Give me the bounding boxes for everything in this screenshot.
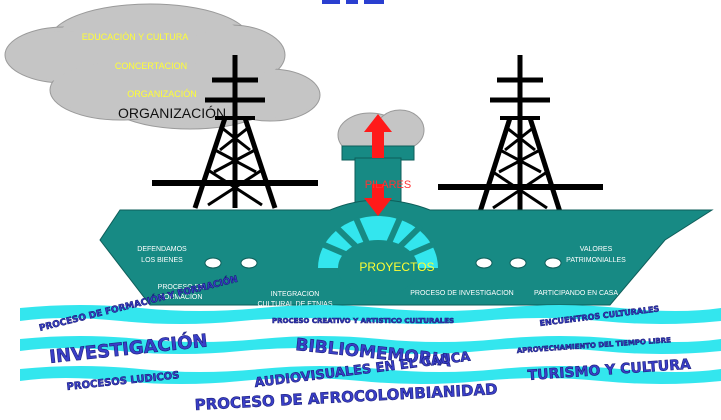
cloud-item-education: EDUCACIÓN Y CULTURA xyxy=(82,32,189,42)
porthole xyxy=(544,257,562,269)
proyectos-dome xyxy=(318,216,438,296)
proyectos-label: PROYECTOS xyxy=(359,260,434,274)
cloud-hidden-text: ORGANIZACIÓN xyxy=(118,105,226,121)
investigacion-label: PROCESO DE INVESTIGACION xyxy=(410,290,513,297)
wave-band xyxy=(20,336,721,354)
waves xyxy=(20,305,721,384)
wave-text-creativo: PROCESO CREATIVO Y ARTISTICO CULTURALES xyxy=(272,317,454,325)
defendamos-line1: DEFENDAMOS xyxy=(137,246,187,253)
formacion-line2: FORMACIÓN xyxy=(160,292,203,301)
integracion-line1: INTEGRACION xyxy=(271,291,320,298)
right-mast xyxy=(438,55,603,213)
wave-band xyxy=(20,305,721,324)
wave-text-investigacion: INVESTIGACIÓN xyxy=(48,329,208,367)
wave-band xyxy=(20,366,721,384)
porthole xyxy=(509,257,527,269)
valores-line1: VALORES xyxy=(580,246,613,253)
porthole xyxy=(475,257,493,269)
red-double-arrow xyxy=(364,114,392,216)
formacion-line1: PROCESO DE xyxy=(158,284,205,291)
porthole xyxy=(204,257,222,269)
portholes xyxy=(204,257,562,269)
pilares-label: PILARES xyxy=(365,179,411,191)
integracion-line2: CULTURAL DE ETNIAS xyxy=(257,301,332,308)
cloud-item-organization: ORGANIZACIÓN xyxy=(127,89,197,99)
participando-label: PARTICIPANDO EN CASA xyxy=(534,290,618,297)
wave-text-afrocolombianidad: PROCESO DE AFROCOLOMBIANIDAD xyxy=(194,380,498,414)
defendamos-line2: LOS BIENES xyxy=(141,257,183,264)
valores-line2: PATRIMONIALLES xyxy=(566,257,626,264)
left-mast xyxy=(152,55,318,209)
cropped-top-marks xyxy=(322,0,384,4)
cloud-item-concertation: CONCERTACION xyxy=(115,61,187,71)
porthole xyxy=(240,257,258,269)
